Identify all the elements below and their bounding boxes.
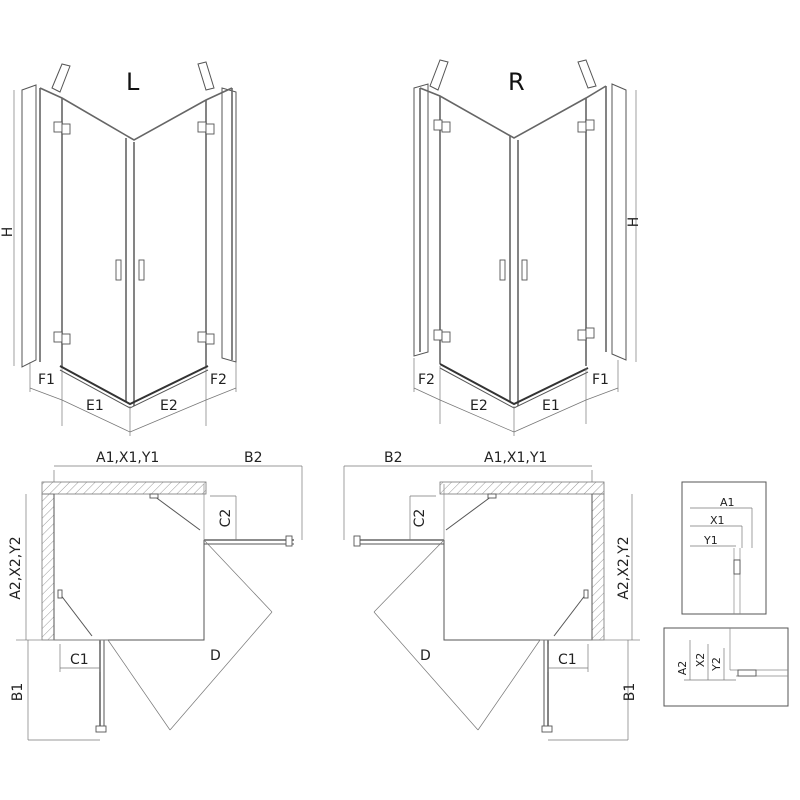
- left-plan-width-label: A1,X1,Y1: [96, 450, 159, 466]
- right-plan-b2-label: B2: [384, 450, 403, 466]
- right-plan-depth-label: A2,X2,Y2: [616, 536, 632, 599]
- left-plan-depth-label: A2,X2,Y2: [8, 536, 24, 599]
- left-plan-view: A1,X1,Y1 B2 A2,X2,Y2 C2 C1 D B1: [8, 450, 303, 741]
- detail-a2-label: A2: [676, 661, 689, 676]
- right-height-label: H: [626, 217, 642, 228]
- right-view-title: R: [508, 68, 525, 96]
- left-plan-c1-label: C1: [70, 652, 89, 668]
- left-f1-label: F1: [38, 372, 55, 388]
- right-plan-b1-label: B1: [622, 683, 638, 702]
- right-f1-label: F1: [592, 372, 609, 388]
- right-plan-view: A1,X1,Y1 B2 A2,X2,Y2 C2 C1 D B1: [343, 450, 640, 741]
- detail-bottom: A2 X2 Y2: [663, 627, 789, 707]
- detail-x2-label: X2: [694, 653, 707, 668]
- detail-a1-label: A1: [720, 496, 735, 509]
- detail-y2-label: Y2: [710, 657, 723, 672]
- detail-top: A1 X1 Y1: [681, 481, 767, 615]
- right-plan-c1-label: C1: [558, 652, 577, 668]
- right-e2-label: E2: [470, 398, 488, 414]
- left-plan-b2-label: B2: [244, 450, 263, 466]
- detail-y1-label: Y1: [703, 534, 718, 547]
- right-perspective-view: H F2 E2 E1 F1 R: [413, 59, 642, 436]
- left-plan-b1-label: B1: [10, 683, 26, 702]
- right-f2-label: F2: [418, 372, 435, 388]
- right-plan-c2-label: C2: [412, 509, 428, 528]
- left-f2-label: F2: [210, 372, 227, 388]
- left-e2-label: E2: [160, 398, 178, 414]
- left-plan-diagonal-label: D: [210, 648, 221, 664]
- right-plan-width-label: A1,X1,Y1: [484, 450, 547, 466]
- left-view-title: L: [126, 68, 140, 96]
- left-height-label: H: [0, 227, 16, 238]
- left-e1-label: E1: [86, 398, 104, 414]
- right-e1-label: E1: [542, 398, 560, 414]
- left-perspective-view: H F1 E1 E2 F2 L: [0, 61, 237, 436]
- left-plan-c2-label: C2: [218, 509, 234, 528]
- detail-x1-label: X1: [710, 514, 725, 527]
- right-plan-diagonal-label: D: [420, 648, 431, 664]
